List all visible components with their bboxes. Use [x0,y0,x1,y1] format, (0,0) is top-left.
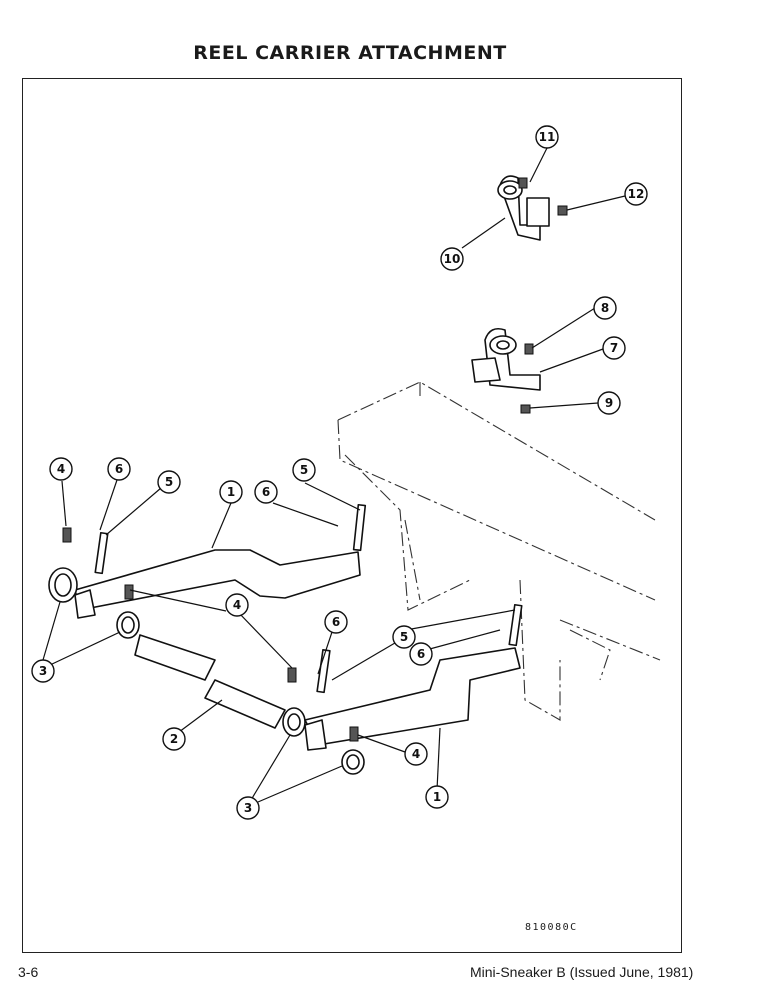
svg-text:12: 12 [628,187,645,201]
callout-3: 3 [31,659,55,683]
mower-frame-outline [337,381,661,721]
svg-text:10: 10 [444,252,461,266]
callout-4: 4 [404,742,428,766]
svg-text:8: 8 [601,301,609,315]
callout-5: 5 [292,458,316,482]
callout-5: 5 [392,625,416,649]
upper-carrier-arm [48,504,367,619]
svg-text:2: 2 [170,732,178,746]
shaft-and-bushings [116,611,365,775]
svg-text:6: 6 [115,462,123,476]
svg-text:7: 7 [610,341,618,355]
callout-6: 6 [254,480,278,504]
middle-bracket-assembly [471,327,541,414]
svg-text:3: 3 [39,664,47,678]
callout-10: 10 [440,247,464,271]
svg-text:9: 9 [605,396,613,410]
callout-3: 3 [236,796,260,820]
callout-2: 2 [162,727,186,751]
svg-text:3: 3 [244,801,252,815]
svg-text:5: 5 [400,630,408,644]
callout-4: 4 [49,457,73,481]
callout-1: 1 [219,480,243,504]
svg-text:6: 6 [332,615,340,629]
svg-text:4: 4 [57,462,65,476]
callout-1: 1 [425,785,449,809]
svg-text:4: 4 [233,598,241,612]
callout-6: 6 [409,642,433,666]
callout-6: 6 [324,610,348,634]
illustration-frame [22,78,682,953]
svg-text:6: 6 [417,647,425,661]
svg-text:11: 11 [539,130,556,144]
callout-9: 9 [597,391,621,415]
callout-8: 8 [593,296,617,320]
figure-code: 810080C [525,922,578,933]
leader-lines [42,147,626,803]
svg-text:1: 1 [227,485,235,499]
callout-7: 7 [602,336,626,360]
upper-bracket-assembly [497,175,568,241]
callout-5: 5 [157,470,181,494]
svg-text:6: 6 [262,485,270,499]
lower-carrier-arm [304,603,523,751]
svg-text:4: 4 [412,747,420,761]
footer-text: Mini-Sneaker B (Issued June, 1981) [470,964,694,980]
callout-12: 12 [624,182,648,206]
svg-text:5: 5 [165,475,173,489]
callout-4: 4 [225,593,249,617]
callout-11: 11 [535,125,559,149]
svg-text:5: 5 [300,463,308,477]
page-number: 3-6 [18,964,39,980]
svg-text:1: 1 [433,790,441,804]
callout-6: 6 [107,457,131,481]
page-title: REEL CARRIER ATTACHMENT [193,42,507,64]
